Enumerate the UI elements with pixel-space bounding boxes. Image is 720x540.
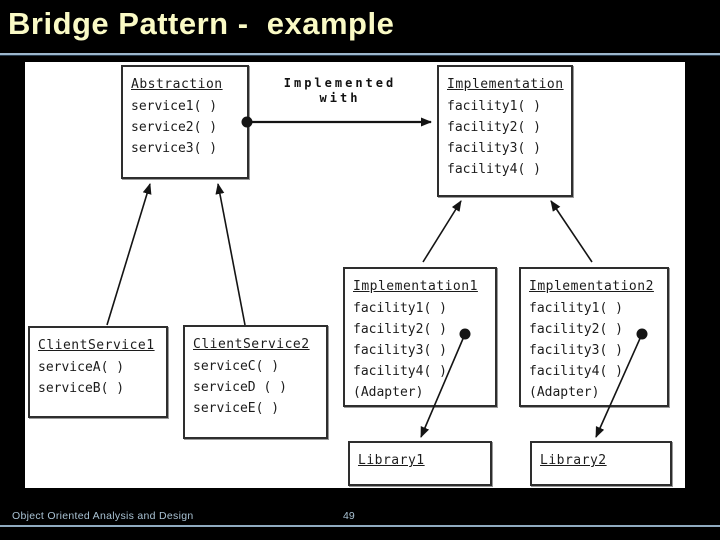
class-method: facility4( ) bbox=[353, 364, 447, 379]
footer-rule bbox=[0, 525, 720, 527]
class-box-abstraction: Abstraction service1( ) service2( ) serv… bbox=[121, 65, 249, 179]
arrow-implementation2-to-implementation bbox=[550, 200, 593, 263]
class-method: serviceC( ) bbox=[193, 359, 280, 374]
class-box-implementation2: Implementation2 facility1( ) facility2( … bbox=[519, 267, 669, 407]
class-title: Library1 bbox=[358, 453, 425, 468]
class-title: Implementation2 bbox=[529, 279, 654, 294]
class-method: facility2( ) bbox=[529, 322, 623, 337]
class-box-library2: Library2 bbox=[530, 441, 672, 486]
class-method: facility1( ) bbox=[447, 99, 541, 114]
class-method: service2( ) bbox=[131, 120, 218, 135]
class-method: facility3( ) bbox=[447, 141, 541, 156]
bridge-connector-label-line2: with bbox=[319, 91, 361, 105]
page-title: Bridge Pattern - example bbox=[8, 6, 395, 41]
class-method: facility2( ) bbox=[447, 120, 541, 135]
class-method: serviceA( ) bbox=[38, 360, 125, 375]
class-title: Library2 bbox=[540, 453, 607, 468]
class-method: serviceD ( ) bbox=[193, 380, 287, 395]
class-method: facility3( ) bbox=[353, 343, 447, 358]
class-method: facility4( ) bbox=[529, 364, 623, 379]
class-box-implementation1: Implementation1 facility1( ) facility2( … bbox=[343, 267, 497, 407]
bridge-connector-label: Implemented with bbox=[275, 76, 405, 106]
class-method: serviceE( ) bbox=[193, 401, 280, 416]
class-title: ClientService2 bbox=[193, 337, 310, 352]
uml-diagram-canvas: Abstraction service1( ) service2( ) serv… bbox=[25, 62, 685, 488]
class-method: service1( ) bbox=[131, 99, 218, 114]
class-box-clientservice1: ClientService1 serviceA( ) serviceB( ) bbox=[28, 326, 168, 418]
footer-page-number: 49 bbox=[343, 510, 355, 522]
footer-course-title: Object Oriented Analysis and Design bbox=[12, 510, 194, 522]
class-method: facility4( ) bbox=[447, 162, 541, 177]
class-method: facility3( ) bbox=[529, 343, 623, 358]
class-method: facility1( ) bbox=[353, 301, 447, 316]
arrow-clientservice1-to-abstraction bbox=[106, 183, 152, 326]
bridge-connector-label-line1: Implemented bbox=[283, 76, 397, 90]
class-method: (Adapter) bbox=[529, 385, 600, 400]
class-title: Implementation bbox=[447, 77, 564, 92]
arrow-implementation1-to-implementation bbox=[422, 200, 462, 263]
class-method: service3( ) bbox=[131, 141, 218, 156]
class-box-clientservice2: ClientService2 serviceC( ) serviceD ( ) … bbox=[183, 325, 328, 439]
class-title: Implementation1 bbox=[353, 279, 478, 294]
arrow-clientservice2-to-abstraction bbox=[215, 183, 246, 326]
title-underline-rule bbox=[0, 53, 720, 55]
class-box-implementation: Implementation facility1( ) facility2( )… bbox=[437, 65, 573, 197]
class-box-library1: Library1 bbox=[348, 441, 492, 486]
class-title: Abstraction bbox=[131, 77, 223, 92]
class-method: facility2( ) bbox=[353, 322, 447, 337]
class-method: serviceB( ) bbox=[38, 381, 125, 396]
class-title: ClientService1 bbox=[38, 338, 155, 353]
class-method: facility1( ) bbox=[529, 301, 623, 316]
class-method: (Adapter) bbox=[353, 385, 424, 400]
